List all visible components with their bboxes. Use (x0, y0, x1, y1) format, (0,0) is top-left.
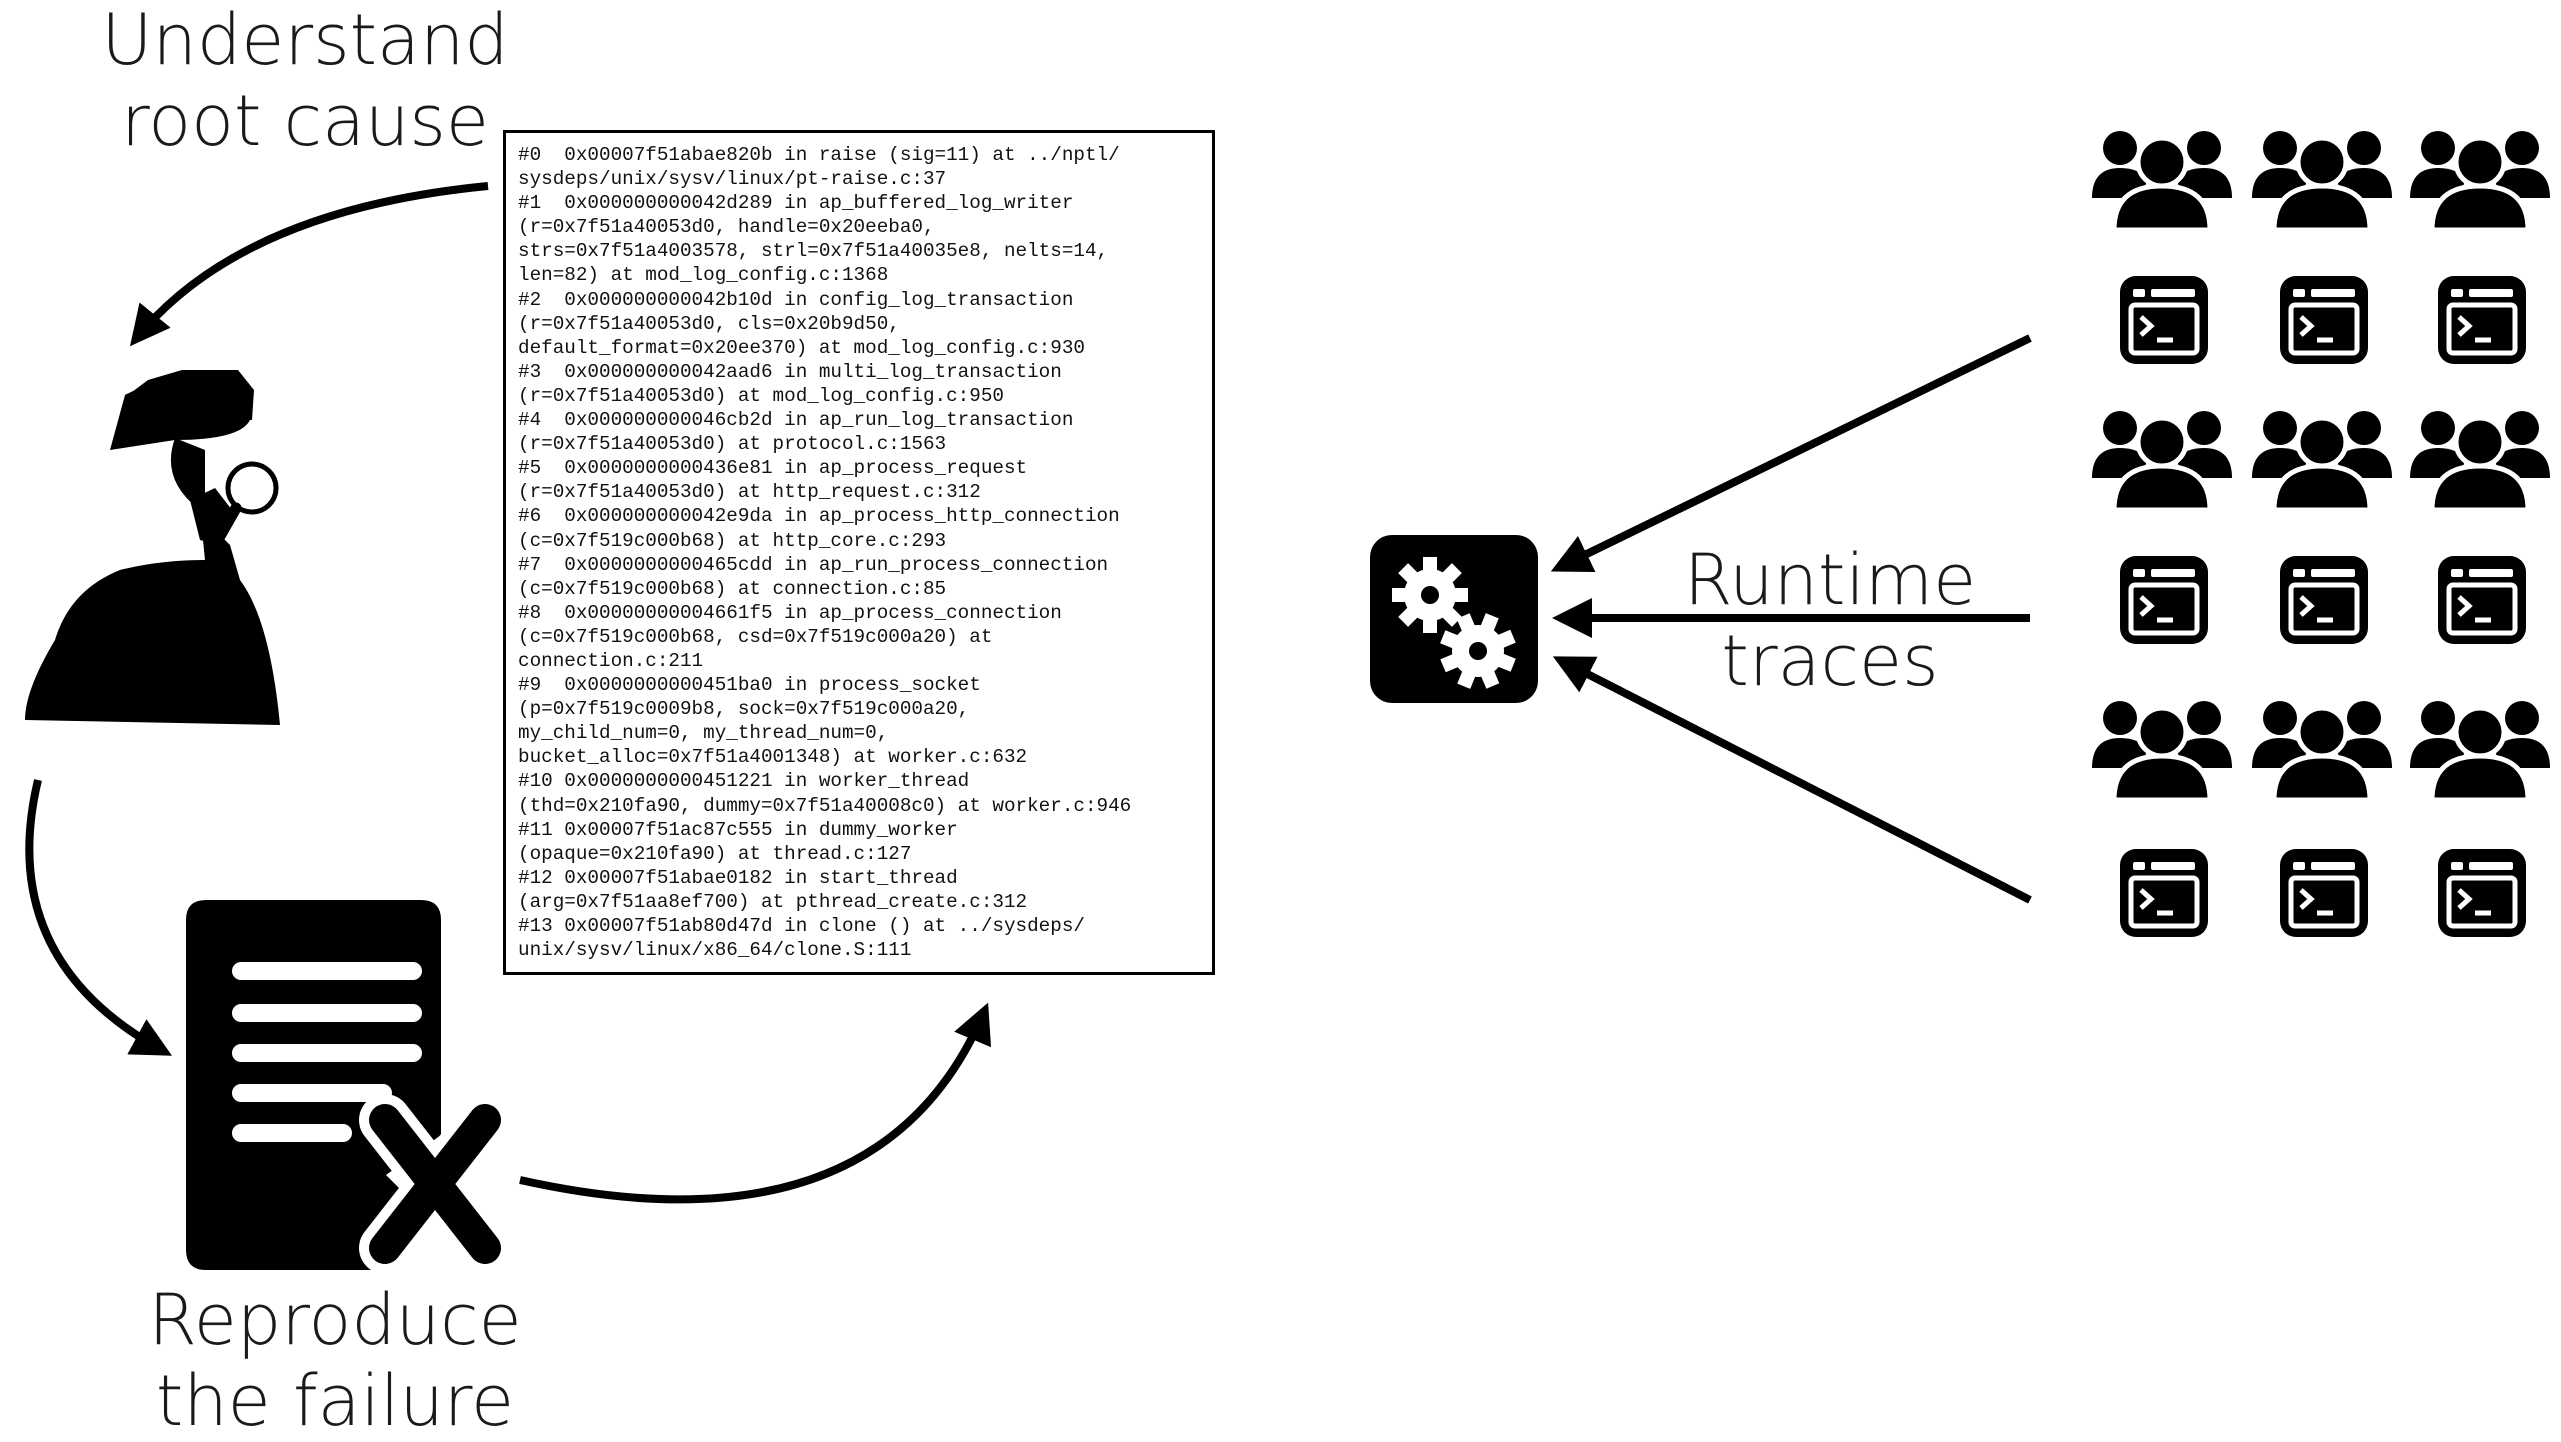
stack-trace-line: #10 0x0000000000451221 in worker_thread (518, 770, 970, 793)
stack-trace-line: #2 0x000000000042b10d in config_log_tran… (518, 288, 1074, 311)
user-group-icon (2092, 411, 2232, 510)
stack-trace-line: sysdeps/unix/sysv/linux/pt-raise.c:37 (518, 168, 947, 191)
terminal-window-icon (2280, 849, 2368, 937)
gears-icon (1370, 535, 1538, 703)
arrow-bottom (1552, 656, 2032, 904)
stack-trace-line: (thd=0x210fa90, dummy=0x7f51a40008c0) at… (518, 794, 1132, 817)
stack-trace-line: #5 0x0000000000436e81 in ap_process_requ… (518, 457, 1028, 480)
stack-trace-line: (c=0x7f519c000b68, csd=0x7f519c000a20) a… (518, 625, 993, 648)
user-group-icon (2092, 131, 2232, 230)
label-line: root cause (121, 80, 489, 163)
stack-trace-line: #6 0x000000000042e9da in ap_process_http… (518, 505, 1120, 528)
stack-trace-line: bucket_alloc=0x7f51a4001348) at worker.c… (518, 746, 1028, 769)
terminal-window-icon (2280, 276, 2368, 364)
stack-trace-line: (r=0x7f51a40053d0) at http_request.c:312 (518, 481, 981, 504)
stack-trace-line: #9 0x0000000000451ba0 in process_socket (518, 674, 981, 697)
reproduce-failure-label: Reproduce the failure (105, 1279, 565, 1442)
stack-trace-line: #12 0x00007f51abae0182 in start_thread (518, 866, 958, 889)
stack-trace-line: #13 0x00007f51ab80d47d in clone () at ..… (518, 915, 1085, 937)
arrow-top (1550, 334, 2032, 572)
user-group-icon (2410, 701, 2550, 800)
stack-trace-line: my_child_num=0, my_thread_num=0, (518, 722, 889, 745)
label-line: Runtime (1683, 539, 1977, 621)
terminal-window-icon (2120, 849, 2208, 937)
label-line: traces (1721, 620, 1939, 703)
user-group-icon (2092, 701, 2232, 800)
arrow-document-to-trace (519, 1002, 992, 1204)
stack-trace-line: (r=0x7f51a40053d0, handle=0x20eeba0, (518, 216, 935, 239)
label-line: Understand (101, 0, 509, 81)
label-line: the failure (155, 1360, 515, 1442)
stack-trace-line: len=82) at mod_log_config.c:1368 (518, 264, 889, 287)
stack-trace-line: (opaque=0x210fa90) at thread.c:127 (518, 842, 912, 865)
stack-trace-line: strs=0x7f51a4003578, strl=0x7f51a40035e8… (518, 240, 1109, 263)
stack-trace-line: (arg=0x7f51aa8ef700) at pthread_create.c… (518, 890, 1028, 913)
user-group-icon (2410, 131, 2550, 230)
stack-trace-line: (r=0x7f51a40053d0, cls=0x20b9d50, (518, 312, 900, 335)
stack-trace-box: #0 0x00007f51abae820b in raise (sig=11) … (503, 130, 1215, 975)
user-group-icon (2252, 701, 2392, 800)
terminal-window-icon (2120, 276, 2208, 364)
stack-trace-line: #3 0x000000000042aad6 in multi_log_trans… (518, 360, 1062, 383)
stack-trace-line: #7 0x0000000000465cdd in ap_run_process_… (518, 553, 1109, 576)
terminal-window-icon (2120, 556, 2208, 644)
detective-icon (25, 370, 280, 725)
terminal-window-icon (2438, 556, 2526, 644)
user-group-icon (2252, 411, 2392, 510)
stack-trace-line: connection.c:211 (518, 649, 704, 672)
label-line: Reproduce (148, 1279, 522, 1361)
stack-trace-line: (c=0x7f519c000b68) at connection.c:85 (518, 577, 947, 600)
terminal-window-icon (2280, 556, 2368, 644)
user-group-icon (2252, 131, 2392, 230)
arrow-detective-to-document (25, 779, 173, 1056)
user-group-icon (2410, 411, 2550, 510)
stack-trace-line: (p=0x7f519c0009b8, sock=0x7f519c000a20, (518, 698, 970, 721)
document-error-icon (186, 900, 511, 1274)
user-grid (2092, 131, 2550, 937)
understand-root-cause-label: Understand root cause (80, 0, 530, 162)
stack-trace-line: #0 0x00007f51abae820b in raise (sig=11) … (518, 144, 1120, 166)
stack-trace-line: #1 0x000000000042d289 in ap_buffered_log… (518, 192, 1074, 215)
stack-trace-line: (r=0x7f51a40053d0) at protocol.c:1563 (518, 433, 947, 456)
stack-trace-line: (c=0x7f519c000b68) at http_core.c:293 (518, 529, 947, 552)
stack-trace-line: default_format=0x20ee370) at mod_log_con… (518, 336, 1085, 359)
stack-trace-line: #8 0x00000000004661f5 in ap_process_conn… (518, 601, 1062, 624)
stack-trace-line: #11 0x00007f51ac87c555 in dummy_worker (518, 818, 958, 841)
terminal-window-icon (2438, 849, 2526, 937)
stack-trace-line: unix/sysv/linux/x86_64/clone.S:111 (518, 939, 912, 962)
stack-trace-line: (r=0x7f51a40053d0) at mod_log_config.c:9… (518, 384, 1004, 407)
arrow-understand-to-detective (129, 182, 489, 347)
runtime-traces-label: Runtime traces (1650, 539, 2010, 703)
stack-trace-line: #4 0x000000000046cb2d in ap_run_log_tran… (518, 409, 1074, 432)
terminal-window-icon (2438, 276, 2526, 364)
